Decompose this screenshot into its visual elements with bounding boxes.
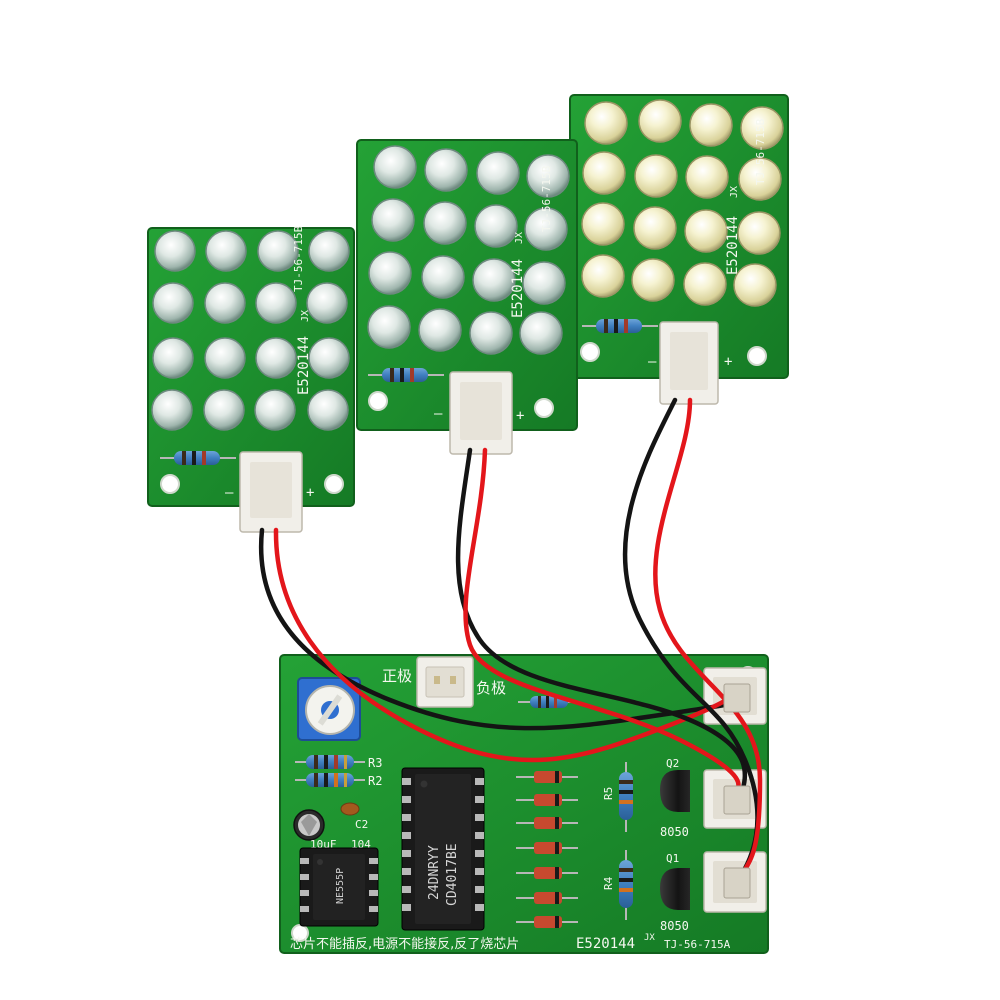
ic-cd4017: 24DNRYY CD4017BE bbox=[401, 767, 485, 931]
resistor-r5 bbox=[619, 762, 633, 832]
power-negative-label: 负极 bbox=[476, 679, 506, 697]
right-board-part: TJ-56-715B bbox=[754, 118, 767, 185]
wire-red-middle bbox=[463, 447, 741, 799]
output-plug-3 bbox=[723, 867, 751, 899]
transistor-q2 bbox=[660, 770, 690, 812]
potentiometer[interactable] bbox=[297, 677, 361, 741]
left-board-code: E520144 bbox=[296, 336, 312, 395]
power-positive-label: 正极 bbox=[382, 667, 412, 685]
left-board-part: TJ-56-715B bbox=[292, 225, 305, 292]
middle-board-minus: – bbox=[434, 406, 443, 422]
left-board-connector[interactable] bbox=[239, 451, 303, 533]
middle-board-mark: JX bbox=[514, 232, 525, 244]
ic-cd4017-line2: CD4017BE bbox=[445, 843, 460, 906]
led-board-right: E520144 JX TJ-56-715B – + bbox=[569, 94, 789, 405]
main-board-part: TJ-56-715A bbox=[664, 938, 731, 951]
resistor-r3 bbox=[295, 755, 365, 769]
middle-board-plus: + bbox=[516, 408, 524, 424]
ceramic-capacitor-c2 bbox=[340, 802, 360, 816]
main-control-board: 正极 负极 R3 R2 bbox=[279, 654, 769, 954]
left-board-plus: + bbox=[306, 485, 314, 501]
right-board-mark: JX bbox=[729, 186, 740, 198]
q1-label: Q1 bbox=[666, 852, 679, 865]
middle-board-code: E520144 bbox=[510, 259, 526, 318]
left-board-mark: JX bbox=[300, 310, 311, 322]
led-board-middle: E520144 JX TJ-56-715B – + bbox=[356, 139, 578, 455]
led-grid-left bbox=[151, 230, 350, 431]
right-board-connector[interactable] bbox=[659, 321, 719, 405]
wire-red-right bbox=[653, 397, 763, 879]
resistor-right-board bbox=[582, 319, 658, 333]
main-board-code: E520144 bbox=[576, 936, 635, 952]
q2-type-label: 8050 bbox=[660, 825, 689, 839]
ic-ne555-text: NE555P bbox=[335, 868, 346, 904]
main-board-mark: JX bbox=[644, 933, 655, 943]
r3-label: R3 bbox=[368, 756, 382, 770]
c2-label: C2 bbox=[355, 818, 368, 831]
q1-type-label: 8050 bbox=[660, 919, 689, 933]
output-plug-1 bbox=[723, 683, 751, 713]
right-board-plus: + bbox=[724, 354, 732, 370]
warning-text: 芯片不能插反,电源不能接反,反了烧芯片 bbox=[290, 936, 519, 952]
r2-label: R2 bbox=[368, 774, 382, 788]
led-grid-middle bbox=[367, 145, 570, 355]
right-board-minus: – bbox=[648, 354, 657, 370]
r5-label: R5 bbox=[602, 787, 615, 800]
right-board-code: E520144 bbox=[725, 216, 741, 275]
q2-label: Q2 bbox=[666, 757, 679, 770]
wire-black-middle bbox=[455, 447, 748, 803]
resistor-middle-board bbox=[368, 368, 444, 382]
transistor-q1 bbox=[660, 868, 690, 910]
resistor-left-board bbox=[160, 451, 236, 465]
electrolytic-capacitor bbox=[293, 809, 325, 841]
ic-ne555: NE555P bbox=[299, 847, 379, 927]
led-grid-right bbox=[581, 99, 784, 307]
middle-board-part: TJ-56-715B bbox=[540, 165, 553, 232]
ic-cd4017-line1: 24DNRYY bbox=[427, 845, 442, 900]
output-plug-2 bbox=[723, 785, 751, 815]
led-board-left: E520144 JX TJ-56-715B – + bbox=[147, 225, 355, 533]
left-board-minus: – bbox=[225, 485, 234, 501]
power-connector[interactable] bbox=[416, 656, 474, 708]
resistor-r2 bbox=[295, 773, 365, 787]
r4-label: R4 bbox=[602, 876, 615, 890]
diode-array bbox=[516, 771, 578, 928]
middle-board-connector[interactable] bbox=[449, 371, 513, 455]
resistor-r4 bbox=[619, 850, 633, 920]
